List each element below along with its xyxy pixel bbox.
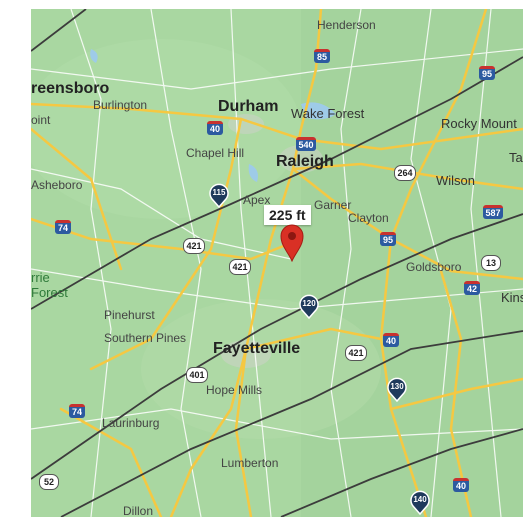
- city-point: oint: [31, 113, 51, 127]
- city-asheboro: Asheboro: [31, 178, 83, 192]
- forest-label-a: rrie: [31, 270, 50, 285]
- city-clayton: Clayton: [348, 211, 389, 225]
- city-dillon: Dillon: [123, 504, 154, 517]
- contour-marker-120[interactable]: 120: [298, 293, 320, 319]
- city-rocky-mount: Rocky Mount: [441, 116, 517, 131]
- us-421-shield-c: 421: [345, 345, 367, 361]
- svg-text:120: 120: [302, 299, 316, 308]
- city-durham: Durham: [218, 98, 279, 115]
- map-view[interactable]: Henderson reensboro Burlington Durham Wa…: [31, 9, 523, 517]
- interstate-95-shield: 95: [479, 66, 495, 80]
- city-laurinburg: Laurinburg: [102, 416, 160, 430]
- city-ta: Ta: [509, 150, 523, 165]
- location-pin[interactable]: [280, 224, 304, 262]
- marker-pin-icon: 140: [410, 490, 430, 515]
- contour-marker-115[interactable]: 115: [208, 182, 230, 208]
- interstate-40-shield-bottom: 40: [453, 478, 469, 492]
- city-apex: Apex: [243, 193, 271, 207]
- interstate-42-shield: 42: [464, 281, 480, 295]
- contour-marker-140[interactable]: 140: [409, 489, 431, 515]
- jordan-lake: [248, 164, 258, 182]
- city-lumberton: Lumberton: [221, 456, 279, 470]
- city-chapel-hill: Chapel Hill: [186, 146, 245, 160]
- interstate-85-shield: 85: [314, 49, 330, 63]
- svg-text:140: 140: [413, 495, 427, 504]
- us-421-shield-b: 421: [229, 259, 251, 275]
- city-greensboro: reensboro: [31, 80, 110, 97]
- marker-pin-icon: 130: [387, 377, 407, 402]
- city-burlington: Burlington: [93, 98, 148, 112]
- city-goldsboro: Goldsboro: [406, 260, 462, 274]
- us-13-shield: 13: [481, 255, 501, 271]
- marker-pin-icon: 120: [299, 294, 319, 319]
- interstate-95-shield-mid: 95: [380, 232, 396, 246]
- city-kins: Kins: [501, 290, 523, 305]
- interstate-540-shield: 540: [296, 137, 316, 151]
- contour-marker-130[interactable]: 130: [386, 376, 408, 402]
- city-raleigh: Raleigh: [276, 153, 334, 170]
- interstate-587-shield: 587: [483, 205, 503, 219]
- us-421-shield-a: 421: [183, 238, 205, 254]
- city-henderson: Henderson: [317, 18, 376, 32]
- city-hope-mills: Hope Mills: [206, 383, 263, 397]
- us-264-shield: 264: [394, 165, 416, 181]
- svg-text:130: 130: [390, 382, 404, 391]
- falls-lake: [301, 102, 336, 120]
- city-wilson: Wilson: [436, 173, 476, 188]
- forest-label-b: Forest: [31, 285, 68, 300]
- us-52-shield: 52: [39, 474, 59, 490]
- interstate-40-shield: 40: [207, 121, 223, 135]
- map-pin-icon: [280, 224, 304, 262]
- city-pinehurst: Pinehurst: [104, 308, 155, 322]
- marker-pin-icon: 115: [209, 183, 229, 208]
- city-garner: Garner: [314, 198, 352, 212]
- city-fayetteville: Fayetteville: [213, 340, 301, 357]
- city-southern-pines: Southern Pines: [104, 331, 187, 345]
- interstate-40-shield-mid: 40: [383, 333, 399, 347]
- city-wake-forest: Wake Forest: [291, 106, 365, 121]
- interstate-74-shield-b: 74: [69, 404, 85, 418]
- interstate-74-shield: 74: [55, 220, 71, 234]
- svg-text:115: 115: [213, 188, 226, 197]
- elevation-label: 225 ft: [264, 205, 311, 225]
- us-401-shield: 401: [186, 367, 208, 383]
